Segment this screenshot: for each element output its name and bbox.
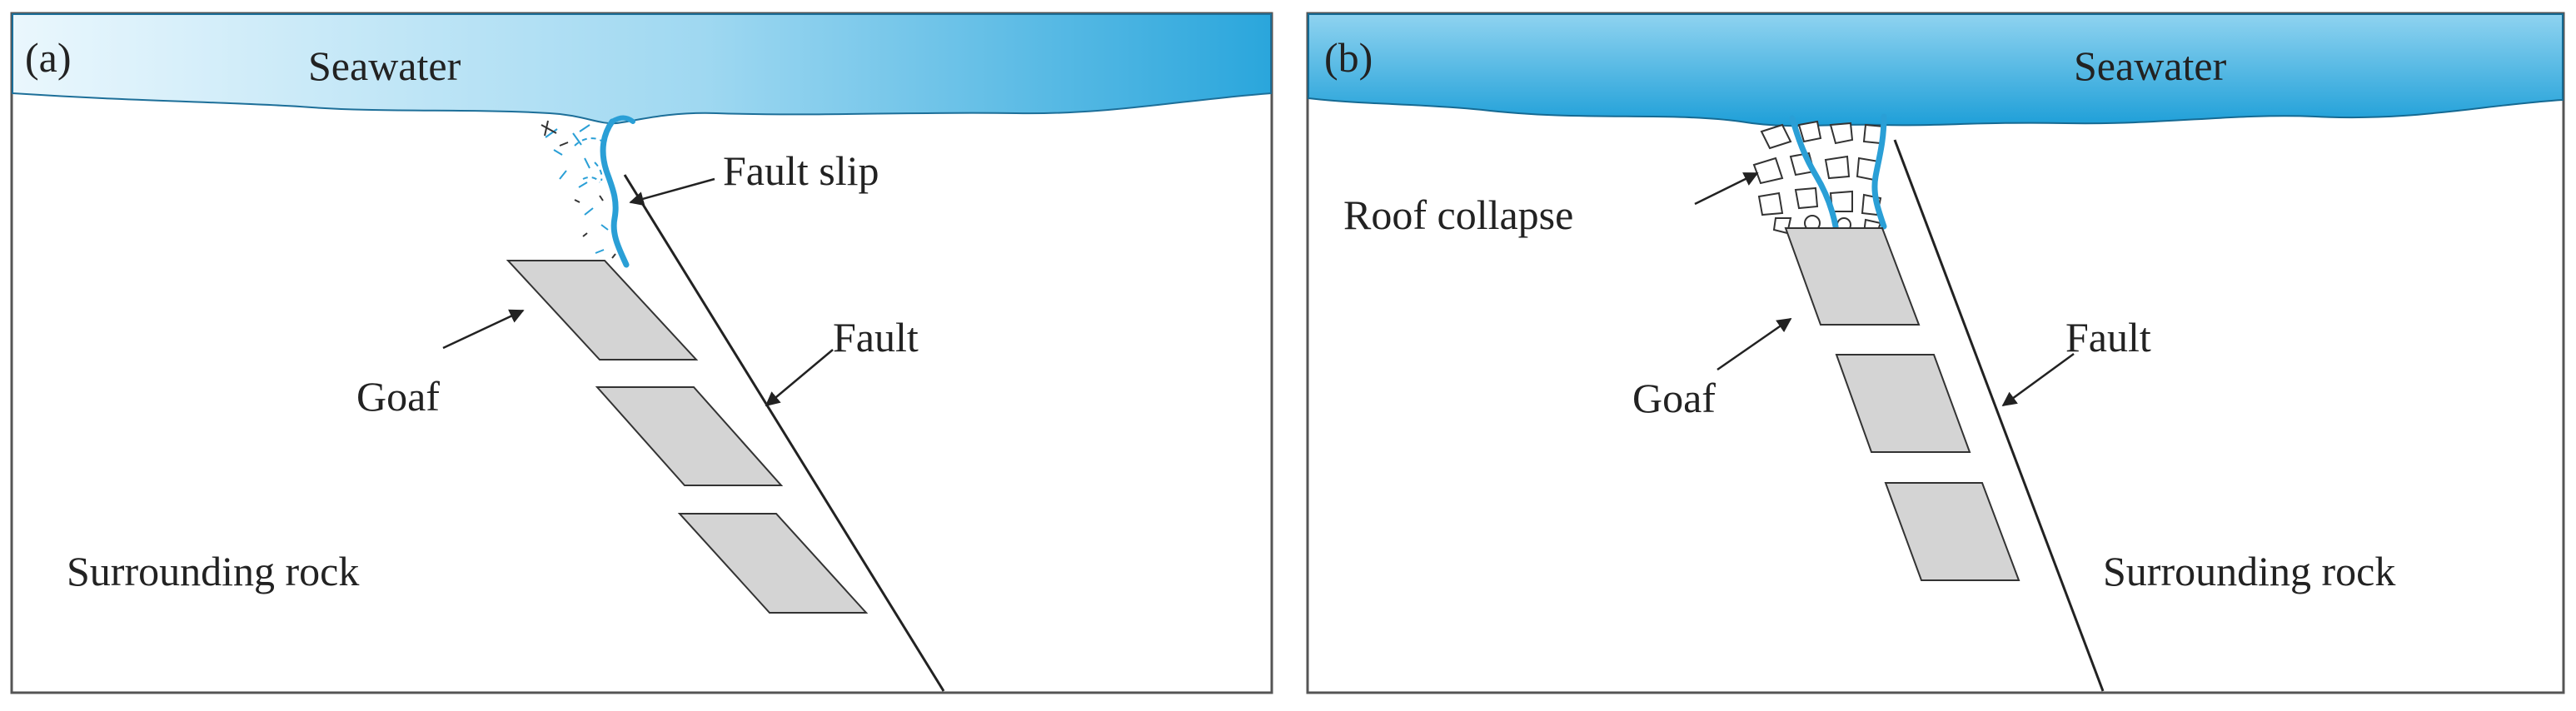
panel-a-fault-arrow bbox=[765, 349, 834, 407]
panel-b-tag: (b) bbox=[1324, 34, 1373, 81]
panel-b-goaf-block-2 bbox=[1835, 354, 1971, 453]
panel-a-fault-slip-crack bbox=[600, 118, 630, 268]
panel-b-crack-left bbox=[1789, 115, 1839, 230]
panel-b-fault-arrow bbox=[2001, 352, 2075, 407]
panel-a-goaf-label: Goaf bbox=[356, 373, 440, 420]
panel-b-roof-collapse-arrow bbox=[1694, 172, 1759, 206]
panel-b-goaf-block-1 bbox=[1784, 227, 1921, 326]
panel-b-fault-label: Fault bbox=[2065, 314, 2151, 360]
panel-b-goaf-label: Goaf bbox=[1632, 375, 1716, 421]
panel-a-fault-label: Fault bbox=[833, 314, 919, 360]
panel-a-goaf-block-1 bbox=[506, 260, 699, 360]
panel-a-rock-label: Surrounding rock bbox=[67, 548, 359, 594]
panel-b-goaf-block-3 bbox=[1884, 482, 2020, 581]
panel-a-goaf-block-2 bbox=[595, 386, 784, 486]
panel-a-goaf-arrow bbox=[442, 309, 525, 350]
panel-a-fault-line bbox=[623, 174, 945, 692]
panel-b-seawater-layer bbox=[1308, 13, 2564, 127]
panel-a-seawater-layer bbox=[12, 13, 1272, 125]
panel-a-goaf-block-3 bbox=[677, 513, 869, 614]
panel-a-fracture-zone bbox=[545, 124, 609, 254]
panel-a-seawater-label: Seawater bbox=[308, 42, 461, 89]
panel-a-crack-branch bbox=[610, 115, 635, 124]
panel-b-fault-line bbox=[1893, 139, 2105, 692]
panel-a: (a) Seawater Fault slip Goaf Fault Surro… bbox=[10, 12, 1273, 694]
panel-b-rubble bbox=[1752, 120, 1886, 238]
panel-a-fault-slip-arrow bbox=[629, 177, 715, 206]
panel-a-debris-marks bbox=[541, 120, 616, 259]
panel-b-goaf-arrow bbox=[1717, 317, 1792, 371]
panel-b-crack-right bbox=[1871, 113, 1887, 230]
panel-a-tag: (a) bbox=[25, 34, 72, 81]
panel-b-seawater-label: Seawater bbox=[2074, 42, 2227, 89]
panel-a-fault-slip-label: Fault slip bbox=[723, 147, 879, 194]
panel-b-rock-label: Surrounding rock bbox=[2103, 548, 2395, 594]
panel-b-roof-collapse-label: Roof collapse bbox=[1343, 191, 1573, 238]
panel-b: (b) Seawater Roof collapse Goaf Fault Su… bbox=[1306, 12, 2565, 694]
